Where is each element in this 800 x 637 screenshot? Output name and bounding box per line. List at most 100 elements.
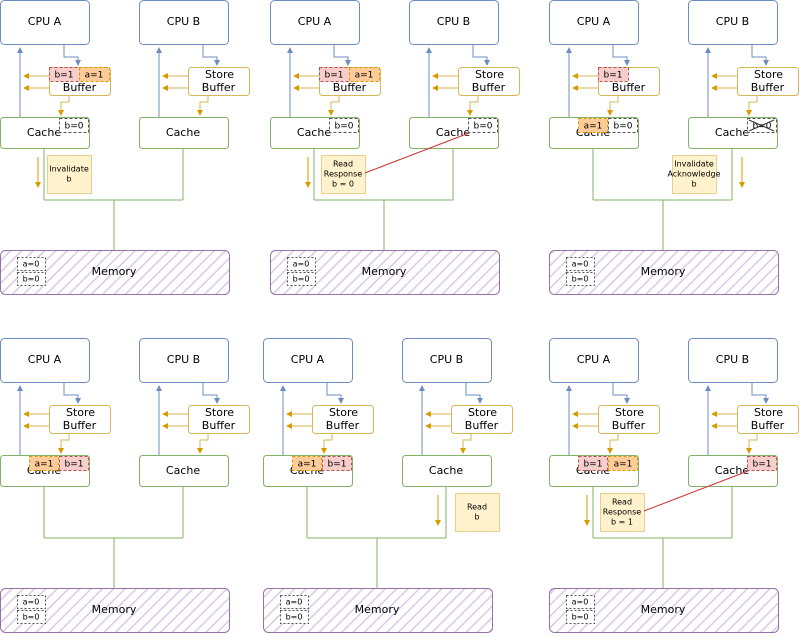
cache-b-label: Cache [436,126,470,139]
cache-b-label: Cache [429,464,463,477]
arrow-buffer-down-b [460,434,472,454]
store-buffer-b-line1: Store [468,406,497,419]
store-buffer-a-line2: Buffer [612,81,646,94]
cpu-b-box [139,0,229,45]
memory-value-box [287,257,316,271]
memory-value-text: b=0 [572,613,589,622]
arrow-cpu-to-buffer-a [326,383,344,404]
arrow-cpu-to-buffer-b [202,45,220,66]
store-buffer-a-slot-text: a=1 [85,71,104,81]
cache-b-box [139,117,229,149]
message-box [672,155,717,194]
store-buffer-b-line1: Store [205,406,234,419]
cpu-b-label: CPU B [430,353,463,366]
cache-b-label: Cache [715,126,749,139]
store-buffer-b-line1: Store [475,68,504,81]
cache-b-slot [468,118,498,133]
cache-b-box [139,455,229,487]
arrow-cpu-to-buffer-b [465,383,483,404]
cache-a-slot-text: a=1 [35,460,54,470]
cache-a-slot-text: b=0 [335,122,354,132]
cache-a-slot-text: b=1 [65,460,84,470]
cpu-b-box [139,338,229,383]
cache-a-slot [578,118,608,133]
cache-a-label: Cache [27,126,61,139]
store-buffer-a-slot [79,67,110,82]
arrow-cpu-to-buffer-a [63,45,81,66]
arrow-cpu-to-buffer-a [612,45,630,66]
cache-a-slot [329,118,359,133]
message-text: b = 0 [332,180,354,189]
memory-value-text: a=0 [293,260,310,269]
arrow-cpu-to-buffer-a [333,45,351,66]
cpu-b-label: CPU B [167,353,200,366]
memory-value-text: a=0 [23,598,40,607]
cache-b-slot [747,456,777,471]
memory-label: Memory [641,265,686,278]
cache-b-label: Cache [715,464,749,477]
cache-b-cross-line [748,119,775,132]
memory-value-text: b=0 [293,275,310,284]
store-buffer-b-box [737,67,799,96]
memory-value-text: a=0 [23,260,40,269]
memory-value-box [280,610,309,624]
arrow-buffer-down-a [607,96,619,116]
store-buffer-b-box [188,67,250,96]
cpu-a-box [270,0,360,45]
cache-a-slot-text: b=1 [328,460,347,470]
memory-value-text: b=0 [286,613,303,622]
store-buffer-a-slot-text: a=1 [355,71,374,81]
message-text: Read [467,503,487,512]
cache-a-slot-text: b=1 [584,460,603,470]
cache-a-slot [578,456,608,471]
memory-label: Memory [641,603,686,616]
store-buffer-b-box [188,405,250,434]
cache-a-slot [59,456,89,471]
cpu-a-label: CPU A [298,15,332,28]
cpu-b-label: CPU B [716,15,749,28]
cpu-a-label: CPU A [577,353,611,366]
store-buffer-a-slot-text: b=1 [325,71,344,81]
cpu-b-box [402,338,492,383]
message-text: Acknowledge [667,170,720,179]
memory-box [549,250,779,295]
memory-value-box [280,595,309,609]
cache-a-slot-text: a=1 [298,460,317,470]
message-box [321,155,366,194]
store-buffer-b-line1: Store [205,68,234,81]
memory-box [0,250,230,295]
store-buffer-b-line2: Buffer [202,81,236,94]
cpu-a-box [0,338,90,383]
cpu-b-label: CPU B [437,15,470,28]
store-buffer-b-line2: Buffer [751,419,785,432]
memory-value-box [566,257,595,271]
store-buffer-b-box [451,405,513,434]
store-buffer-a-slot-text: b=1 [55,71,74,81]
memory-value-text: b=0 [23,275,40,284]
cpu-a-box [0,0,90,45]
arrow-cpu-to-buffer-b [751,383,769,404]
message-text: b [66,175,71,184]
cpu-a-label: CPU A [28,15,62,28]
store-buffer-a-line2: Buffer [612,419,646,432]
cpu-b-box [688,0,778,45]
cache-b-box [402,455,492,487]
message-box [600,493,645,532]
cpu-b-box [688,338,778,383]
arrow-buffer-down-b [467,96,479,116]
memory-value-box [566,595,595,609]
cache-b-label: Cache [166,126,200,139]
message-text: b [474,513,479,522]
message-text: Invalidate [49,165,89,174]
cache-b-slot-text: b=0 [474,122,493,132]
store-buffer-a-line1: Store [615,406,644,419]
arrow-buffer-down-b [197,434,209,454]
arrow-buffer-down-b [746,434,758,454]
store-buffer-a-slot [349,67,380,82]
cpu-b-label: CPU B [167,15,200,28]
message-text: Response [603,508,642,517]
store-buffer-a-box [312,405,374,434]
